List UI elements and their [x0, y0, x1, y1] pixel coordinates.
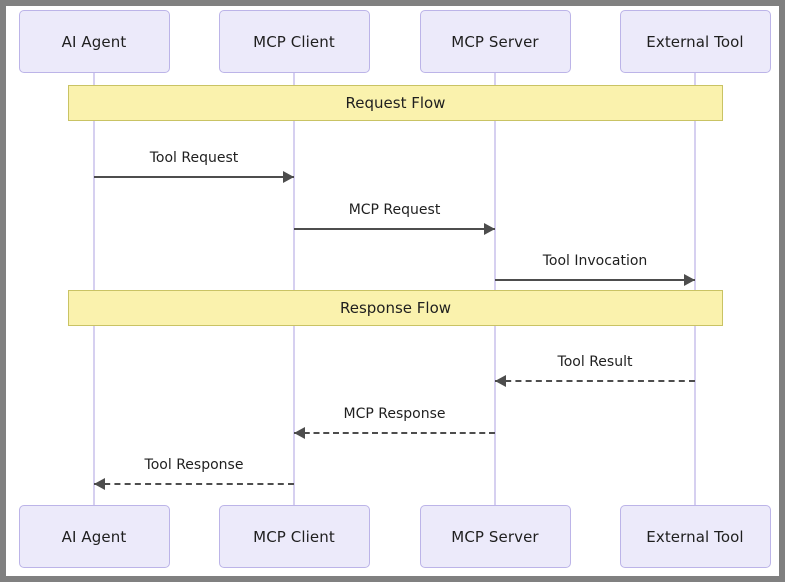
message-line-tool-result: [495, 380, 695, 382]
phase-band-response-flow: Response Flow: [68, 290, 723, 326]
participant-label: External Tool: [646, 32, 744, 51]
message-line-tool-request: [94, 176, 294, 178]
participant-external-tool-bottom[interactable]: External Tool: [619, 505, 771, 568]
lifeline-mcp-server: [494, 73, 496, 505]
phase-band-label: Request Flow: [345, 94, 446, 112]
arrowhead-right-icon: [684, 274, 695, 286]
arrowhead-right-icon: [283, 171, 294, 183]
participant-mcp-client-bottom[interactable]: MCP Client: [218, 505, 370, 568]
message-label-tool-invocation: Tool Invocation: [542, 253, 648, 269]
participant-label: External Tool: [646, 527, 744, 546]
lifeline-external-tool: [694, 73, 696, 505]
arrowhead-left-icon: [495, 375, 506, 387]
participant-mcp-server-top[interactable]: MCP Server: [419, 10, 571, 73]
participant-mcp-client-top[interactable]: MCP Client: [218, 10, 370, 73]
message-line-tool-invocation: [495, 279, 695, 281]
participant-label: MCP Server: [451, 32, 539, 51]
participant-label: MCP Server: [451, 527, 539, 546]
lifeline-ai-agent: [93, 73, 95, 505]
message-label-tool-request: Tool Request: [149, 150, 239, 166]
participant-ai-agent-top[interactable]: AI Agent: [18, 10, 170, 73]
participant-ai-agent-bottom[interactable]: AI Agent: [18, 505, 170, 568]
arrowhead-left-icon: [294, 427, 305, 439]
message-label-tool-response: Tool Response: [144, 457, 244, 473]
lifeline-mcp-client: [293, 73, 295, 505]
message-label-mcp-request: MCP Request: [348, 202, 441, 218]
participant-label: AI Agent: [61, 32, 127, 51]
phase-band-request-flow: Request Flow: [68, 85, 723, 121]
participant-external-tool-top[interactable]: External Tool: [619, 10, 771, 73]
message-line-mcp-response: [294, 432, 495, 434]
message-line-tool-response: [94, 483, 294, 485]
participant-label: AI Agent: [61, 527, 127, 546]
message-line-mcp-request: [294, 228, 495, 230]
arrowhead-left-icon: [94, 478, 105, 490]
message-label-tool-result: Tool Result: [557, 354, 633, 370]
participant-mcp-server-bottom[interactable]: MCP Server: [419, 505, 571, 568]
participant-label: MCP Client: [253, 527, 335, 546]
participant-label: MCP Client: [253, 32, 335, 51]
message-label-mcp-response: MCP Response: [343, 406, 446, 422]
arrowhead-right-icon: [484, 223, 495, 235]
phase-band-label: Response Flow: [339, 299, 452, 317]
